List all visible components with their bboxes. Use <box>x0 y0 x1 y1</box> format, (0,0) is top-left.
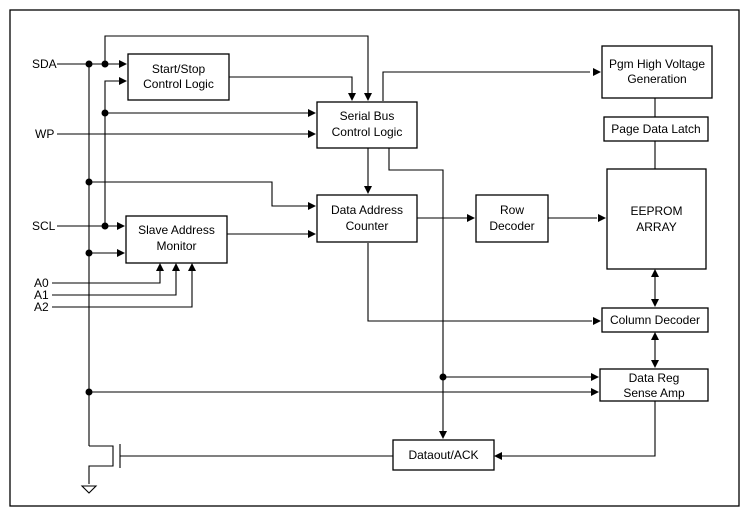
pin-wp-label: WP <box>35 127 54 141</box>
data-reg-block: Data Reg Sense Amp <box>599 368 709 402</box>
block-label: Control Logic <box>143 77 214 91</box>
arrow-up-icon <box>188 263 196 271</box>
block-label: Control Logic <box>332 125 403 139</box>
block-label: Data Reg <box>629 371 680 385</box>
junction-dot <box>101 60 109 68</box>
arrow-right-icon <box>117 222 125 230</box>
block-label: Data Address <box>331 203 403 217</box>
start-stop-block: Start/Stop Control Logic <box>127 53 230 101</box>
arrow-down-icon <box>364 93 372 101</box>
block-label: Row <box>500 203 524 217</box>
data-address-to-column-wire <box>367 243 592 322</box>
block-label: Dataout/ACK <box>408 448 478 462</box>
arrow-down-icon <box>364 186 372 194</box>
pin-sda-label: SDA <box>32 57 57 71</box>
arrow-down-icon <box>348 93 356 101</box>
arrow-up-icon <box>156 263 164 271</box>
data-address-block: Data Address Counter <box>316 194 418 243</box>
arrow-left-icon <box>494 452 502 460</box>
scl-bus-wire <box>104 80 121 226</box>
a2-wire <box>52 269 193 308</box>
row-decoder-block: Row Decoder <box>475 194 549 243</box>
block-label: Generation <box>627 72 686 86</box>
junction-dot <box>85 60 93 68</box>
serial-bus-to-pgm-wire <box>382 71 590 101</box>
dataout-ack-block: Dataout/ACK <box>392 439 495 471</box>
junction-dot <box>85 178 93 186</box>
junction-dot <box>101 109 109 117</box>
pin-a0-label: A0 <box>34 276 49 290</box>
eeprom-array-block: EEPROM ARRAY <box>606 168 707 270</box>
block-label: Counter <box>346 219 389 233</box>
block-label: Column Decoder <box>610 313 700 327</box>
block-label: Pgm High Voltage <box>609 57 705 71</box>
column-decoder-block: Column Decoder <box>601 307 709 333</box>
pin-a2-label: A2 <box>34 300 49 314</box>
pin-labels: SDA WP SCL A0 A1 A2 <box>32 57 57 314</box>
arrow-up-icon <box>651 332 659 340</box>
arrow-right-icon <box>308 109 316 117</box>
a1-wire <box>52 269 177 296</box>
block-label: Slave Address <box>138 223 215 237</box>
block-label: Start/Stop <box>152 62 206 76</box>
data-reg-to-dataout-wire <box>502 401 656 457</box>
block-label: EEPROM <box>630 204 682 218</box>
block-label: Page Data Latch <box>611 122 700 136</box>
pgm-high-voltage-block: Pgm High Voltage Generation <box>601 45 713 99</box>
block-label: ARRAY <box>636 220 676 234</box>
arrow-right-icon <box>308 130 316 138</box>
arrow-right-icon <box>467 214 475 222</box>
arrow-right-icon <box>117 249 125 257</box>
sda-to-data-address-wire <box>89 181 310 207</box>
block-label: Monitor <box>156 239 196 253</box>
arrow-right-icon <box>119 77 127 85</box>
pin-a1-label: A1 <box>34 288 49 302</box>
page-data-latch-block: Page Data Latch <box>603 116 709 142</box>
serial-bus-block: Serial Bus Control Logic <box>316 101 418 149</box>
arrow-down-icon <box>651 360 659 368</box>
block-label: Sense Amp <box>623 386 685 400</box>
a0-wire <box>52 269 161 284</box>
block-label: Decoder <box>489 219 534 233</box>
serial-bus-to-dataout-wire <box>388 148 444 431</box>
arrow-right-icon <box>591 373 599 381</box>
sda-to-serial-bus-wire <box>104 35 369 95</box>
junctions <box>85 60 447 396</box>
ground-symbol <box>80 485 98 494</box>
pin-scl-label: SCL <box>32 219 56 233</box>
arrow-down-icon <box>439 431 447 439</box>
arrowheads <box>117 60 659 460</box>
transistor-channel <box>88 445 114 484</box>
arrow-right-icon <box>308 202 316 210</box>
arrow-right-icon <box>591 388 599 396</box>
junction-dot <box>439 373 447 381</box>
arrow-right-icon <box>308 230 316 238</box>
wires <box>52 35 656 494</box>
arrow-up-icon <box>651 269 659 277</box>
junction-dot <box>101 222 109 230</box>
slave-address-block: Slave Address Monitor <box>125 215 228 264</box>
arrow-right-icon <box>593 68 601 76</box>
block-label: Serial Bus <box>340 109 395 123</box>
arrow-right-icon <box>119 60 127 68</box>
junction-dot <box>85 249 93 257</box>
arrow-up-icon <box>172 263 180 271</box>
arrow-down-icon <box>651 299 659 307</box>
arrow-right-icon <box>593 317 601 325</box>
junction-dot <box>85 388 93 396</box>
start-stop-to-serial-bus-wire <box>229 76 353 95</box>
arrow-right-icon <box>598 214 606 222</box>
